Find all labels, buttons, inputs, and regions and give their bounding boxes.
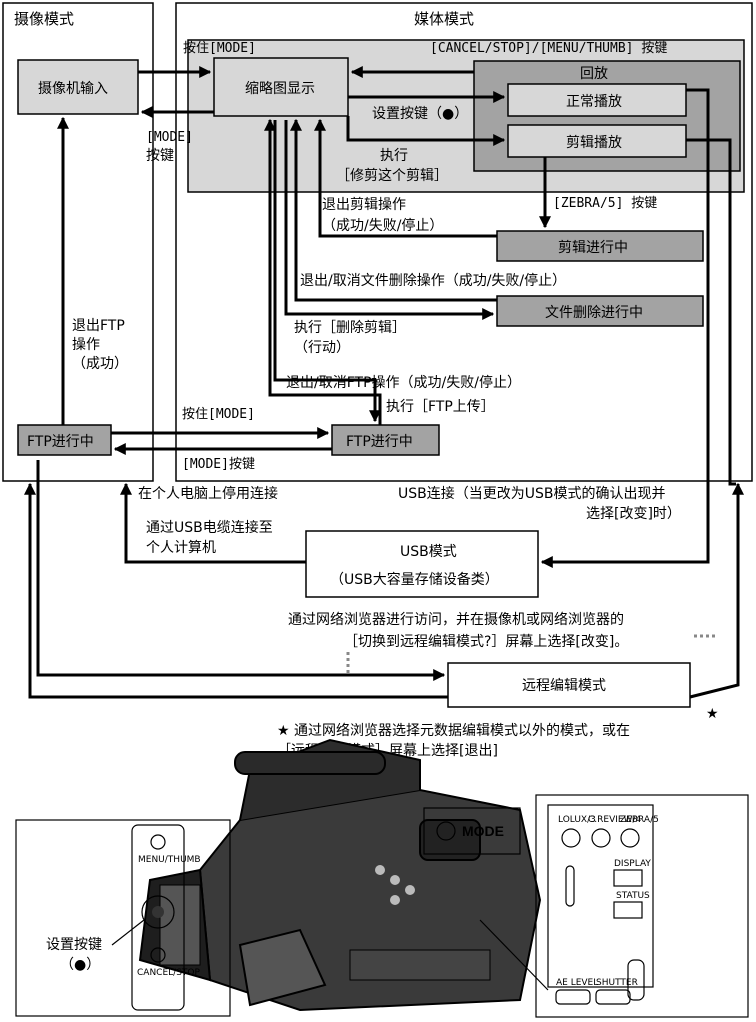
label-exit-ftp-3: （成功） [72, 356, 128, 372]
camera-input-label: 摄像机输入 [38, 81, 108, 97]
mode-button-icon [436, 821, 456, 841]
left-inset-panel [15, 819, 231, 1017]
label-usb-cable-2: 个人计算机 [146, 540, 216, 556]
media-mode-frame [175, 2, 753, 482]
label-mode-key-bottom: [MODE]按键 [182, 457, 255, 472]
file-delete-box [496, 295, 704, 327]
camera-input-box [17, 59, 139, 115]
left-inset-plate [131, 824, 185, 1011]
arrow-normal-to-usb [540, 88, 710, 568]
label-hold-mode-bottom: 按住[MODE] [182, 407, 255, 422]
right-inset-panel [535, 794, 749, 1018]
label-execute-ftp-upload: 执行［FTP上传］ [386, 399, 495, 415]
label-browser-access-1: 通过网络浏览器进行访问，并在摄像机或网络浏览器的 [288, 612, 624, 628]
label-ae-level: AE LEVEL [556, 978, 598, 988]
clip-playback-box [507, 124, 687, 158]
normal-playback-box [507, 83, 687, 117]
camera-mode-title: 摄像模式 [14, 10, 74, 28]
media-mode-title: 媒体模式 [414, 10, 474, 28]
cancel-stop-button-icon [150, 947, 166, 963]
label-execute: 执行 [380, 148, 408, 164]
arrow-delete-to-thumb [290, 118, 497, 302]
label-menu-thumb: MENU/THUMB [138, 855, 201, 865]
arrow-clip-progress-to-thumb [314, 118, 497, 238]
label-exit-clip-op: 退出剪辑操作 [322, 197, 406, 213]
label-zebra: ZEBRA/5 [620, 815, 659, 825]
label-disconnect-pc: 在个人电脑上停用连接 [138, 485, 278, 502]
label-cancel-stop: CANCEL/STOP [137, 968, 200, 978]
thumbnail-display-box [213, 57, 349, 117]
label-exit-delete-op: 退出/取消文件删除操作（成功/失败/停止） [300, 272, 566, 289]
arrow-thumb-to-ftp [273, 120, 381, 423]
arrow-remote-to-right [689, 482, 744, 699]
label-browser-access-2: ［切换到远程编辑模式?］屏幕上选择[改变]。 [344, 633, 628, 650]
label-shutter: SHUTTER [596, 978, 638, 988]
label-usb-connect-1: USB连接（当更改为USB模式的确认出现并 [398, 485, 665, 502]
label-exit-ftp-1: 退出FTP [72, 318, 125, 334]
ftp-left-label: FTP进行中 [27, 434, 94, 450]
file-delete-label: 文件删除进行中 [545, 305, 643, 321]
label-zebra-key: [ZEBRA/5] 按键 [553, 196, 657, 211]
thumbnail-display-label: 缩略图显示 [245, 81, 315, 97]
arrow-thumb-to-clip [346, 116, 506, 146]
arrow-left-to-remote [36, 460, 446, 681]
label-set-button-1: 设置按键 [46, 937, 102, 953]
label-display: DISPLAY [614, 859, 651, 869]
label-usb-cable-1: 通过USB电缆连接至 [146, 519, 273, 536]
label-execute-delete-clip: 执行［删除剪辑］ [294, 320, 406, 336]
label-mode-key-1: [MODE] [146, 130, 193, 145]
label-mode-key-2: 按键 [146, 148, 174, 164]
arrow-thumb-to-delete [284, 120, 495, 320]
label-trim-clip: ［修剪这个剪辑］ [336, 167, 448, 184]
arrow-ftp-to-thumb [264, 118, 382, 425]
label-hold-mode-top: 按住[MODE] [183, 41, 256, 56]
menu-thumb-button-icon [150, 834, 166, 850]
normal-playback-label: 正常播放 [566, 94, 622, 110]
label-exit-ftp-2: 操作 [72, 337, 100, 353]
label-footnote-1: ★ 通过网络浏览器选择元数据编辑模式以外的模式，或在 [277, 723, 630, 739]
label-c-review: C.REVIEW/4 [588, 815, 642, 825]
ftp-left-box [17, 424, 112, 456]
camera-mode-frame [2, 2, 154, 482]
arrow-clip-to-right [686, 138, 736, 486]
label-mode: MODE [462, 823, 504, 839]
usb-mode-box [305, 530, 539, 598]
usb-mode-title: USB模式 [400, 544, 457, 560]
label-status: STATUS [616, 891, 650, 901]
mode-callout [423, 807, 521, 855]
label-exit-clip-result: （成功/失败/停止） [322, 217, 443, 234]
ftp-right-label: FTP进行中 [346, 434, 413, 450]
label-set-button-key: 设置按键（●） [372, 106, 468, 122]
label-set-button-2: （●） [60, 957, 100, 973]
remote-edit-box [447, 662, 691, 708]
playback-title: 回放 [580, 66, 608, 82]
arrow-remote-to-left [24, 482, 448, 699]
label-usb-connect-2: 选择[改变]时） [586, 506, 681, 522]
set-button-dial-icon [141, 895, 175, 929]
arrow-usb-from-left [120, 482, 306, 564]
label-action: （行动） [294, 340, 350, 356]
label-lolux: LOLUX/3 [558, 815, 596, 825]
label-exit-cancel-ftp: 退出/取消FTP操作（成功/失败/停止） [286, 374, 521, 391]
clip-playback-label: 剪辑播放 [566, 135, 622, 151]
camcorder-illustration [138, 738, 542, 1012]
clip-in-progress-box [496, 230, 704, 262]
label-star: ★ [706, 706, 719, 722]
usb-mode-subtitle: （USB大容量存储设备类） [330, 571, 499, 588]
label-cancel-menu-key: [CANCEL/STOP]/[MENU/THUMB] 按键 [430, 41, 667, 56]
ftp-right-box [331, 424, 440, 456]
remote-edit-label: 远程编辑模式 [522, 678, 606, 694]
clip-in-progress-label: 剪辑进行中 [558, 240, 628, 256]
